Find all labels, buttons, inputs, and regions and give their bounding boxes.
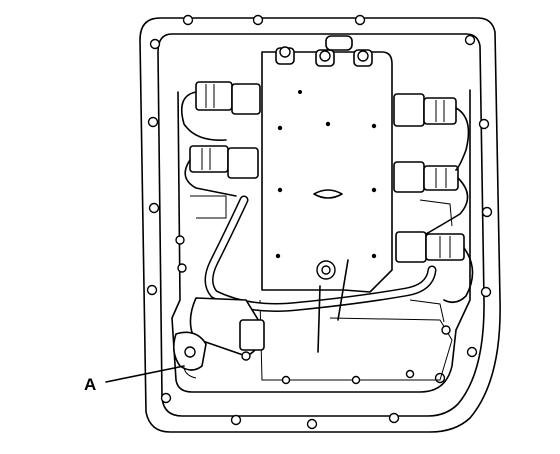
shift-solenoid-body xyxy=(189,297,265,361)
right-solenoid-connectors xyxy=(393,93,474,304)
cover-plate-key xyxy=(313,189,343,199)
cover-top-bolts xyxy=(275,35,373,67)
flange-bolt-holes xyxy=(146,14,493,430)
valve-body-details xyxy=(175,195,453,385)
valve-body-contour xyxy=(171,89,471,393)
pan-flange-outline xyxy=(139,17,501,433)
callout-a-leader xyxy=(105,365,185,383)
center-stud xyxy=(316,259,349,353)
pan-flange-inner xyxy=(157,33,485,417)
wiring-harness xyxy=(204,195,437,312)
left-solenoid-connectors xyxy=(180,81,261,197)
cover-plate-dots xyxy=(275,90,377,259)
sensor-connector xyxy=(172,331,207,379)
cover-plate xyxy=(261,51,393,293)
valve-body-step xyxy=(259,299,453,381)
callout-a-label: A xyxy=(84,375,96,394)
